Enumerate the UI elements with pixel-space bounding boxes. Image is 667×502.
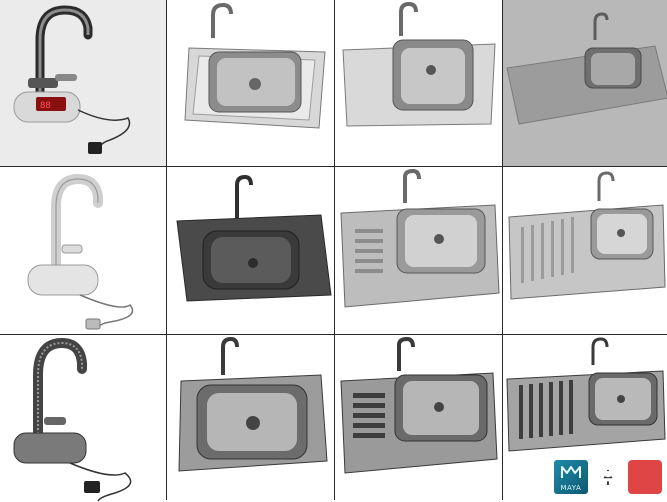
sink-icon: [178, 336, 328, 472]
faucet-heater-wireframe-render: [0, 335, 166, 502]
sink-icon: [176, 174, 332, 302]
faucet-heater-clay-render: [0, 167, 166, 334]
svg-text:88: 88: [40, 101, 51, 111]
sink-icon: [506, 337, 666, 452]
a-letter-icon: [595, 462, 621, 492]
sink-icon: [342, 1, 496, 127]
software-logos: MAYA +: [553, 460, 662, 494]
sink-icon: [506, 12, 667, 125]
sink-dark-render: [167, 167, 334, 334]
sink-drainboard-render: [335, 167, 502, 334]
maya-m-icon: [560, 466, 581, 478]
sink-shaded-render: [503, 0, 667, 166]
faucet-heater-chrome-icon: 88: [13, 5, 131, 154]
maya-logo-icon: MAYA: [553, 460, 588, 494]
sink-icon: [340, 336, 498, 474]
red-a-logo-icon: [595, 460, 662, 494]
sink-icon: [340, 168, 500, 308]
sink-wireframe-render-1: [167, 0, 334, 166]
sink-icon: [184, 2, 326, 129]
sink-drainboard-wireframe-render: [335, 335, 502, 502]
faucet-heater-render: 88: [0, 0, 166, 166]
sink-drainboard-wireframe-render-2: MAYA +: [503, 335, 667, 502]
faucet-heater-wire-icon: [13, 337, 132, 502]
sink-wireframe-render-2: [335, 0, 502, 166]
sink-drainboard-render-2: [503, 167, 667, 334]
maya-label: MAYA: [560, 484, 582, 492]
sink-wireframe-render-3: [167, 335, 334, 502]
faucet-heater-clay-icon: [27, 173, 134, 330]
sink-icon: [508, 171, 666, 300]
